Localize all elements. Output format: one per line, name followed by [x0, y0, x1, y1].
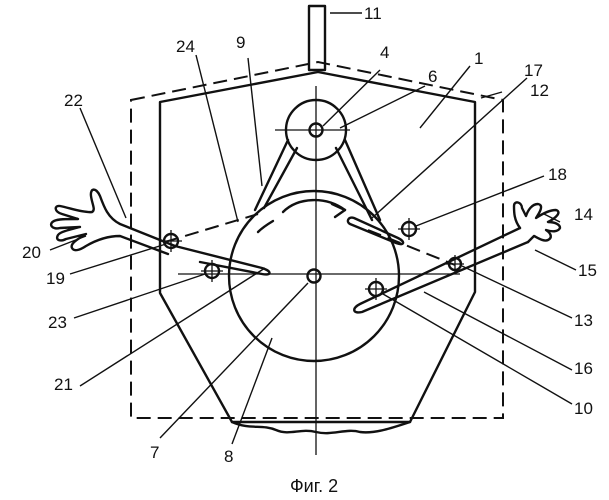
- label-4: 4: [380, 43, 389, 62]
- pivot-marker-18: [398, 218, 420, 240]
- torn-edge: [230, 420, 412, 435]
- figure-caption: Фиг. 2: [290, 476, 338, 496]
- rotation-arrow-head: [330, 202, 347, 219]
- label-15: 15: [578, 261, 597, 280]
- label-17: 17: [524, 61, 543, 80]
- label-19: 19: [46, 269, 65, 288]
- label-7: 7: [150, 443, 159, 462]
- label-20: 20: [22, 243, 41, 262]
- belt-right: [343, 138, 382, 222]
- belt-left: [253, 138, 290, 212]
- left-glove: [49, 188, 177, 256]
- right-glove: [512, 201, 562, 244]
- label-11: 11: [364, 4, 382, 23]
- label-6: 6: [428, 67, 437, 86]
- inner-frame: [158, 70, 477, 424]
- upper-right-slot: [346, 216, 405, 246]
- belt-left-inner: [262, 146, 299, 210]
- top-shaft: [307, 4, 327, 72]
- leader-lines: [49, 12, 577, 445]
- pivot-marker-10: [365, 278, 387, 300]
- pivot-marker-13: [446, 255, 464, 273]
- label-14: 14: [574, 205, 593, 224]
- left-finger-bar: [173, 244, 271, 276]
- outer-housing-dashed: [130, 60, 504, 419]
- label-21: 21: [54, 375, 73, 394]
- label-13: 13: [574, 311, 593, 330]
- drum-hub: [306, 268, 322, 284]
- right-finger-bar: [353, 226, 530, 314]
- label-9: 9: [236, 33, 245, 52]
- label-8: 8: [224, 447, 233, 466]
- label-18: 18: [548, 165, 567, 184]
- label-24: 24: [176, 37, 195, 56]
- rotation-arrow-tail: [256, 219, 275, 234]
- right-arm-dashed: [367, 229, 456, 266]
- left-arm-dashed: [164, 213, 259, 243]
- drum: [227, 189, 401, 363]
- label-23: 23: [48, 313, 67, 332]
- label-1: 1: [474, 49, 483, 68]
- label-10: 10: [574, 399, 593, 418]
- label-16: 16: [574, 359, 593, 378]
- pivot-marker-19: [160, 230, 182, 252]
- pivot-marker-23: [201, 260, 223, 282]
- label-22: 22: [64, 91, 83, 110]
- label-12: 12: [530, 81, 549, 100]
